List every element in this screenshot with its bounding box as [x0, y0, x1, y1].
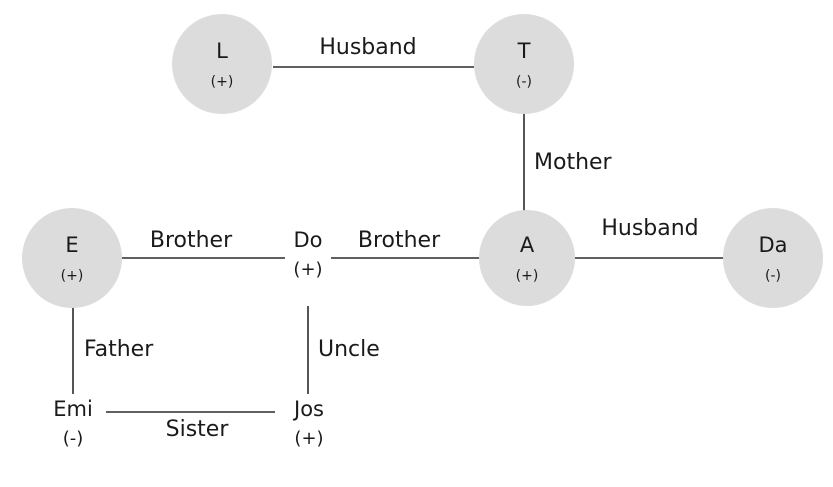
node-shape-l — [172, 14, 272, 114]
node-sign-a: (+) — [516, 268, 539, 284]
edge-label-do-jos: Uncle — [318, 337, 380, 362]
edge-label-l-t: Husband — [319, 35, 416, 60]
node-label-emi: Emi — [53, 397, 93, 421]
node-da[interactable]: Da (-) — [723, 208, 823, 308]
node-sign-da: (-) — [765, 268, 781, 284]
node-sign-e: (+) — [61, 268, 84, 284]
edge-label-t-a: Mother — [534, 150, 613, 175]
node-shape-t — [474, 14, 574, 114]
edge-label-a-da: Husband — [601, 216, 698, 241]
node-label-a: A — [520, 233, 535, 257]
node-sign-do: (+) — [293, 259, 322, 280]
nodes-layer: L (+) T (-) E (+) Do (+) A (+) Da (-) Emi (-) Jos (+) — [22, 14, 823, 449]
node-label-da: Da — [758, 233, 787, 257]
node-a[interactable]: A (+) — [479, 210, 575, 306]
node-sign-t: (-) — [516, 74, 532, 90]
edge-label-e-do: Brother — [150, 228, 233, 253]
node-e[interactable]: E (+) — [22, 208, 122, 308]
node-sign-emi: (-) — [63, 428, 84, 449]
node-emi[interactable]: Emi (-) — [53, 397, 93, 449]
node-sign-l: (+) — [211, 74, 234, 90]
edge-label-emi-jos: Sister — [166, 417, 230, 442]
node-jos[interactable]: Jos (+) — [292, 397, 324, 449]
node-shape-da — [723, 208, 823, 308]
node-l[interactable]: L (+) — [172, 14, 272, 114]
edge-label-do-a: Brother — [358, 228, 441, 253]
node-do[interactable]: Do (+) — [293, 228, 322, 280]
edge-label-e-emi: Father — [84, 337, 154, 362]
node-label-do: Do — [293, 228, 322, 252]
edges-layer — [72, 66, 724, 413]
node-label-t: T — [517, 39, 531, 63]
node-t[interactable]: T (-) — [474, 14, 574, 114]
node-label-l: L — [216, 39, 228, 63]
node-sign-jos: (+) — [294, 428, 323, 449]
node-label-e: E — [65, 233, 78, 257]
node-label-jos: Jos — [292, 397, 324, 421]
node-shape-a — [479, 210, 575, 306]
node-shape-e — [22, 208, 122, 308]
